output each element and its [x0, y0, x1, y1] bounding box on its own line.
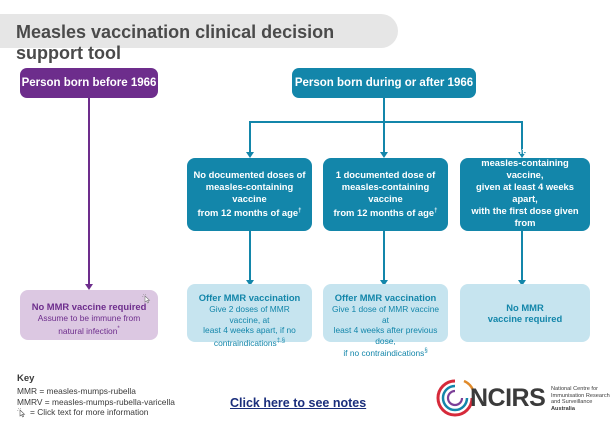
key-click: = Click text for more information [30, 407, 149, 418]
outcome-heading: Offer MMR vaccination [334, 292, 437, 303]
node-text: No documented doses of [193, 169, 306, 181]
arrow-icon [380, 152, 388, 158]
connector-branch-2 [383, 121, 385, 153]
key-mmr: MMR = measles-mumps-rubella [17, 385, 136, 396]
outcome-heading: vaccine required [487, 313, 563, 324]
node-one-dose[interactable]: 1 documented dose of measles-containing … [323, 158, 448, 231]
outcome-text: natural infection [58, 325, 118, 336]
outcome-offer-one-dose[interactable]: Offer MMR vaccination Give 1 dose of MMR… [323, 284, 448, 358]
cursor-click-icon [142, 294, 151, 304]
arrow-icon [246, 152, 254, 158]
connector-lower-3 [521, 231, 523, 281]
connector-horizontal [249, 121, 522, 123]
node-two-doses[interactable]: 2 documented doses of measles-containing… [460, 145, 590, 243]
arrow-icon [518, 280, 526, 286]
node-born-before-1966[interactable]: Person born before 1966 [20, 68, 158, 98]
outcome-heading: No MMR [506, 302, 544, 313]
logo-line: National Centre for [551, 386, 598, 392]
key-title: Key [17, 373, 35, 384]
footnote-mark: * [117, 325, 120, 332]
outcome-text: contraindications [213, 337, 277, 348]
node-text: 1 documented dose of [335, 169, 436, 181]
connector-purple [88, 98, 90, 286]
footnote-mark: ‡,§ [276, 337, 286, 344]
connector-trunk [383, 98, 385, 122]
key-mmrv: MMRV = measles-mumps-rubella-varicella [17, 396, 175, 407]
connector-lower-1 [249, 231, 251, 281]
logo-line: and Surveillance [551, 399, 593, 406]
arrow-icon [518, 152, 526, 158]
outcome-text: least 4 weeks apart, if no [203, 325, 296, 335]
outcome-text: Give 1 dose of MMR vaccine at [331, 304, 440, 325]
footnote-mark: † [298, 208, 302, 215]
outcome-text: if no contraindications [343, 347, 425, 358]
outcome-heading: Offer MMR vaccination [198, 292, 301, 303]
outcome-heading: No MMR vaccine required [31, 301, 147, 312]
node-text: given at least 4 weeks apart, [476, 181, 574, 205]
footnote-mark: † [434, 208, 438, 215]
logo-acronym: NCIRS [470, 384, 546, 412]
node-text: measles-containing vaccine [205, 181, 294, 205]
footnote-mark: § [424, 348, 428, 354]
connector-branch-1 [249, 121, 251, 153]
key-legend: Key MMR = measles-mumps-rubella MMRV = m… [17, 373, 175, 418]
node-text: from 12 months of age [333, 207, 435, 219]
outcome-text: Assume to be immune from [37, 313, 141, 323]
connector-lower-2 [383, 231, 385, 281]
node-text: 12 months of age [484, 231, 562, 243]
node-text: measles-containing vaccine, [481, 157, 569, 181]
outcome-text: Give 2 doses of MMR vaccine, at [209, 304, 290, 325]
node-no-doses[interactable]: No documented doses of measles-containin… [187, 158, 312, 231]
ncirs-logo-icon [436, 379, 475, 417]
node-text: with the first dose given from [471, 205, 579, 229]
outcome-text: least 4 weeks after previous dose, [333, 325, 438, 346]
outcome-immune[interactable]: No MMR vaccine required Assume to be imm… [20, 290, 158, 340]
arrow-icon [380, 280, 388, 286]
outcome-offer-two-doses[interactable]: Offer MMR vaccination Give 2 doses of MM… [187, 284, 312, 347]
node-text: measles-containing vaccine [341, 181, 430, 205]
node-text: 2 documented doses of [472, 145, 578, 157]
node-text: from 12 months of age [197, 207, 299, 219]
connector-branch-3 [521, 121, 523, 153]
logo-text: National Centre for Immunisation Researc… [551, 386, 610, 412]
see-notes-link[interactable]: Click here to see notes [230, 396, 367, 410]
logo-line: Australia [551, 405, 575, 412]
outcome-no-vaccine[interactable]: No MMR vaccine required [460, 284, 590, 342]
arrow-purple-icon [85, 284, 93, 290]
arrow-icon [246, 280, 254, 286]
cursor-click-icon [17, 407, 26, 418]
page-title: Measles vaccination clinical decision su… [0, 14, 398, 63]
logo-line: Immunisation Research [551, 392, 610, 399]
ncirs-logo: NCIRS National Centre for Immunisation R… [434, 378, 610, 418]
footnote-mark: † [561, 232, 566, 239]
node-born-after-1966[interactable]: Person born during or after 1966 [292, 68, 476, 98]
